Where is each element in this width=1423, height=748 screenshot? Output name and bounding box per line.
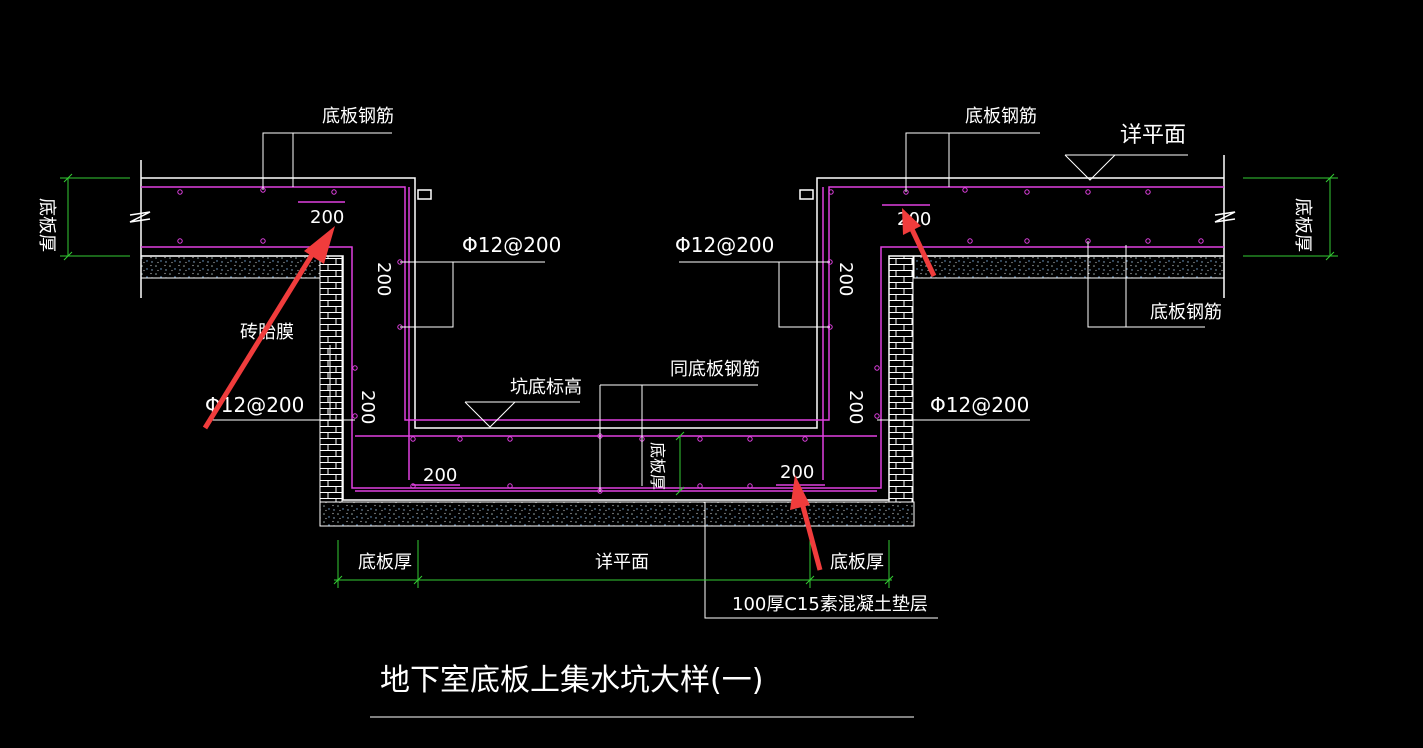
- label-dim-200-g: 200: [423, 465, 457, 486]
- label-cushion: 100厚C15素混凝土垫层: [732, 594, 928, 615]
- red-arrow-left: [202, 226, 335, 430]
- annotation-arrows: [202, 208, 937, 571]
- label-rebar-right-lower: Φ12@200: [930, 393, 1029, 417]
- label-dim-200-d: 200: [835, 262, 856, 296]
- label-see-plan-top: 详平面: [1120, 123, 1186, 148]
- label-dim-200-h: 200: [780, 462, 814, 483]
- label-slab-rebar-left: 底板钢筋: [322, 106, 394, 127]
- label-dim-200-c: 200: [373, 262, 394, 296]
- label-slab-thick-left: 底板厚: [36, 198, 57, 252]
- label-slab-rebar-right-top: 底板钢筋: [965, 106, 1037, 127]
- dimension-lines: [60, 173, 1338, 588]
- slab-outline: [129, 155, 1236, 501]
- label-slab-rebar-right-bottom: 底板钢筋: [1150, 302, 1222, 323]
- label-see-plan-bottom: 详平面: [595, 552, 649, 573]
- drawing-title: 地下室底板上集水坑大样(一): [380, 663, 763, 698]
- red-arrow-bottom: [790, 475, 823, 571]
- leader-lines: [210, 132, 1205, 718]
- label-pit-bottom-elev: 坑底标高: [510, 377, 582, 398]
- red-arrow-right: [902, 208, 937, 278]
- label-dim-200-e: 200: [357, 390, 378, 424]
- label-rebar-left-upper: Φ12@200: [462, 233, 561, 257]
- label-dim-200-a: 200: [310, 207, 344, 228]
- label-slab-thick-bottom-left: 底板厚: [358, 552, 412, 573]
- brick-formwork: [319, 255, 914, 503]
- label-brick-formwork: 砖胎膜: [240, 322, 294, 343]
- label-slab-thick-right: 底板厚: [1292, 198, 1313, 252]
- label-dim-200-f: 200: [845, 390, 866, 424]
- label-slab-thick-center: 底板厚: [648, 442, 667, 490]
- label-slab-thick-bottom-right: 底板厚: [830, 552, 884, 573]
- label-same-slab-rebar: 同底板钢筋: [670, 359, 760, 380]
- drawing-labels: 底板钢筋 底板钢筋 详平面 底板厚 底板厚 200 200 Φ12@200 Φ1…: [36, 106, 1313, 698]
- label-rebar-right-upper: Φ12@200: [675, 233, 774, 257]
- cushion-layer: [140, 255, 1225, 527]
